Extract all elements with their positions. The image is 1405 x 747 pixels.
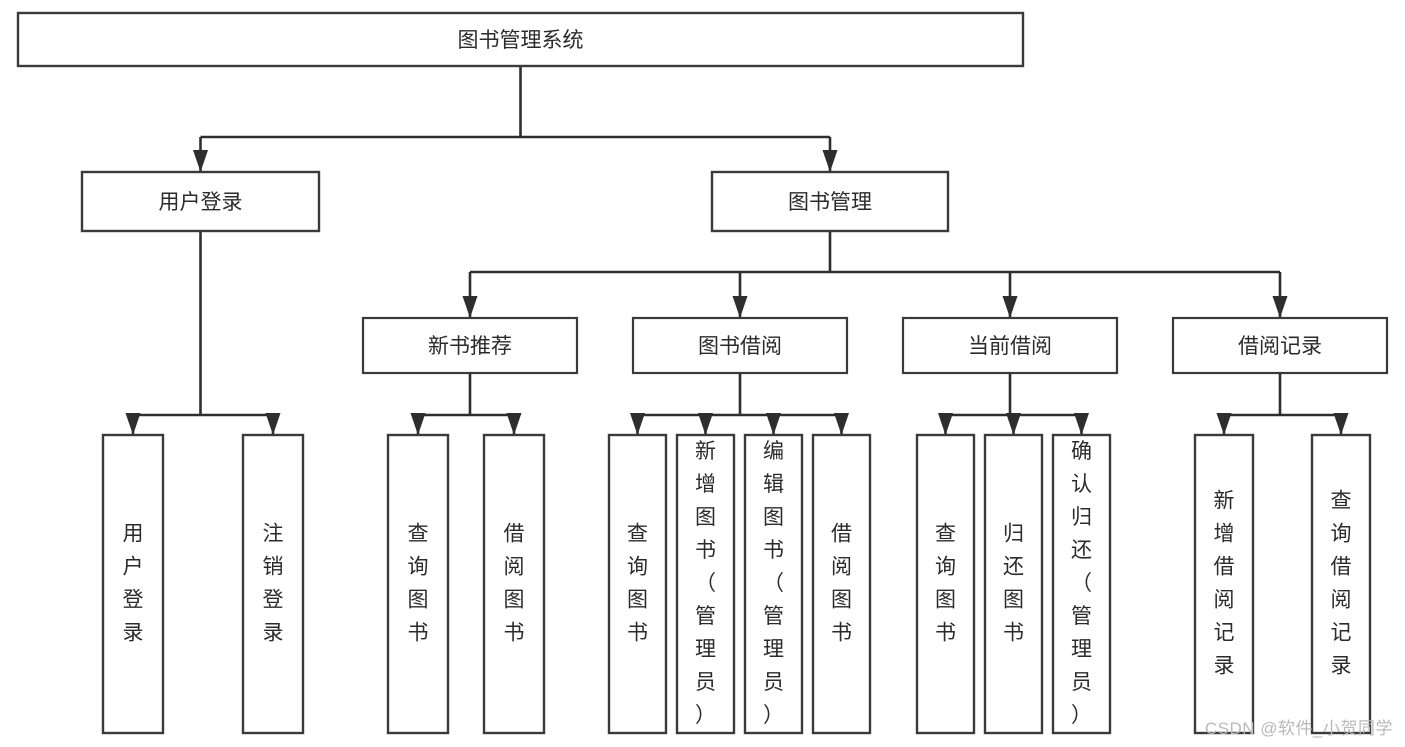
level3-node-new-book-recommend[interactable]: 新书推荐	[361, 316, 579, 375]
edge-new-book-recommend-0-arrow-icon	[410, 413, 426, 435]
root-node-book-management-system[interactable]: 图书管理系统	[16, 11, 1025, 68]
edge-current-borrow-0-arrow-icon	[938, 413, 953, 435]
leaf-node-leaf-query-book-2[interactable]: 查询图书	[607, 433, 668, 735]
level3-node-current-borrow-box	[901, 316, 1119, 375]
leaf-node-leaf-query-borrow-record[interactable]: 查询借阅记录	[1310, 433, 1372, 735]
level3-node-borrow-record-box	[1171, 316, 1389, 375]
leaf-node-leaf-query-book-2-label: 查询图书	[627, 523, 648, 645]
leaf-node-leaf-edit-book-admin-box	[743, 433, 804, 735]
leaf-node-leaf-query-book-3-label: 查询图书	[935, 523, 956, 645]
leaf-node-leaf-user-login-box	[101, 433, 165, 735]
edge-book-manage-2-arrow-icon	[1002, 296, 1018, 318]
level2-node-user-login[interactable]: 用户登录	[80, 170, 321, 233]
edge-book-manage-0-arrow-icon	[462, 296, 478, 318]
connector-layer	[125, 66, 1349, 435]
leaf-node-leaf-borrow-book-2[interactable]: 借阅图书	[811, 433, 872, 735]
leaf-node-leaf-return-book[interactable]: 归还图书	[983, 433, 1044, 735]
edge-borrow-record-0-arrow-icon	[1216, 413, 1232, 435]
leaf-node-leaf-query-book-1-box	[386, 433, 450, 735]
level2-node-user-login-label: 用户登录	[159, 191, 243, 214]
level3-node-book-borrow-label: 图书借阅	[698, 335, 782, 358]
level3-node-book-borrow-box	[631, 316, 849, 375]
leaf-node-leaf-confirm-return-admin-label: 确认归还（管理员）	[1071, 440, 1092, 727]
leaf-node-leaf-borrow-book-2-box	[811, 433, 872, 735]
leaf-node-leaf-user-login-label: 用户登录	[123, 523, 144, 645]
leaf-node-leaf-confirm-return-admin-box	[1051, 433, 1112, 735]
leaf-node-leaf-add-borrow-record[interactable]: 新增借阅记录	[1193, 433, 1255, 735]
leaf-node-leaf-add-book-admin[interactable]: 新增图书（管理员）	[675, 433, 736, 735]
leaf-node-leaf-add-borrow-record-label: 新增借阅记录	[1214, 490, 1235, 678]
level3-node-current-borrow-label: 当前借阅	[968, 335, 1052, 358]
root-node-book-management-system-label: 图书管理系统	[458, 29, 584, 52]
level3-node-current-borrow[interactable]: 当前借阅	[901, 316, 1119, 375]
edge-borrow-record-1-arrow-icon	[1333, 413, 1349, 435]
level2-node-book-manage[interactable]: 图书管理	[710, 170, 950, 233]
leaf-node-leaf-borrow-book-1[interactable]: 借阅图书	[482, 433, 546, 735]
edge-book-borrow-1-arrow-icon	[698, 413, 713, 435]
edge-book-manage-1-arrow-icon	[732, 296, 748, 318]
edge-user-login-0-arrow-icon	[125, 413, 141, 435]
leaf-node-leaf-query-book-1-label: 查询图书	[408, 523, 429, 645]
level2-node-book-manage-box	[710, 170, 950, 233]
node-layer: 图书管理系统用户登录图书管理新书推荐图书借阅当前借阅借阅记录用户登录注销登录查询…	[16, 11, 1389, 735]
leaf-node-leaf-user-logout-label: 注销登录	[263, 523, 284, 645]
level3-node-new-book-recommend-label: 新书推荐	[428, 335, 512, 358]
edge-root-1-arrow-icon	[822, 150, 838, 172]
leaf-node-leaf-edit-book-admin[interactable]: 编辑图书（管理员）	[743, 433, 804, 735]
leaf-node-leaf-borrow-book-2-label: 借阅图书	[831, 523, 852, 645]
edge-root-0-arrow-icon	[193, 150, 208, 172]
leaf-node-leaf-add-book-admin-box	[675, 433, 736, 735]
leaf-node-leaf-add-book-admin-label: 新增图书（管理员）	[695, 440, 716, 727]
edge-new-book-recommend-1-arrow-icon	[506, 413, 522, 435]
leaf-node-leaf-borrow-book-1-box	[482, 433, 546, 735]
leaf-node-leaf-edit-book-admin-label: 编辑图书（管理员）	[763, 440, 784, 727]
root-node-book-management-system-box	[16, 11, 1025, 68]
edge-user-login-1-arrow-icon	[265, 413, 281, 435]
leaf-node-leaf-query-book-3[interactable]: 查询图书	[915, 433, 976, 735]
level3-node-borrow-record-label: 借阅记录	[1238, 335, 1322, 358]
leaf-node-leaf-query-book-1[interactable]: 查询图书	[386, 433, 450, 735]
leaf-node-leaf-query-book-3-box	[915, 433, 976, 735]
edge-current-borrow-2-arrow-icon	[1074, 413, 1089, 435]
edge-book-borrow-2-arrow-icon	[766, 413, 781, 435]
level3-node-borrow-record[interactable]: 借阅记录	[1171, 316, 1389, 375]
edge-book-borrow-0-arrow-icon	[630, 413, 645, 435]
level2-node-book-manage-label: 图书管理	[788, 191, 872, 214]
leaf-node-leaf-return-book-box	[983, 433, 1044, 735]
leaf-node-leaf-add-borrow-record-box	[1193, 433, 1255, 735]
edge-book-borrow-3-arrow-icon	[834, 413, 849, 435]
leaf-node-leaf-user-login[interactable]: 用户登录	[101, 433, 165, 735]
leaf-node-leaf-confirm-return-admin[interactable]: 确认归还（管理员）	[1051, 433, 1112, 735]
leaf-node-leaf-user-logout[interactable]: 注销登录	[241, 433, 305, 735]
level2-node-user-login-box	[80, 170, 321, 233]
level3-node-book-borrow[interactable]: 图书借阅	[631, 316, 849, 375]
level3-node-new-book-recommend-box	[361, 316, 579, 375]
leaf-node-leaf-query-borrow-record-box	[1310, 433, 1372, 735]
leaf-node-leaf-borrow-book-1-label: 借阅图书	[504, 523, 525, 645]
edge-book-manage-3-arrow-icon	[1272, 296, 1288, 318]
leaf-node-leaf-query-borrow-record-label: 查询借阅记录	[1331, 490, 1352, 678]
leaf-node-leaf-query-book-2-box	[607, 433, 668, 735]
edge-current-borrow-1-arrow-icon	[1006, 413, 1021, 435]
leaf-node-leaf-user-logout-box	[241, 433, 305, 735]
leaf-node-leaf-return-book-label: 归还图书	[1003, 523, 1024, 645]
